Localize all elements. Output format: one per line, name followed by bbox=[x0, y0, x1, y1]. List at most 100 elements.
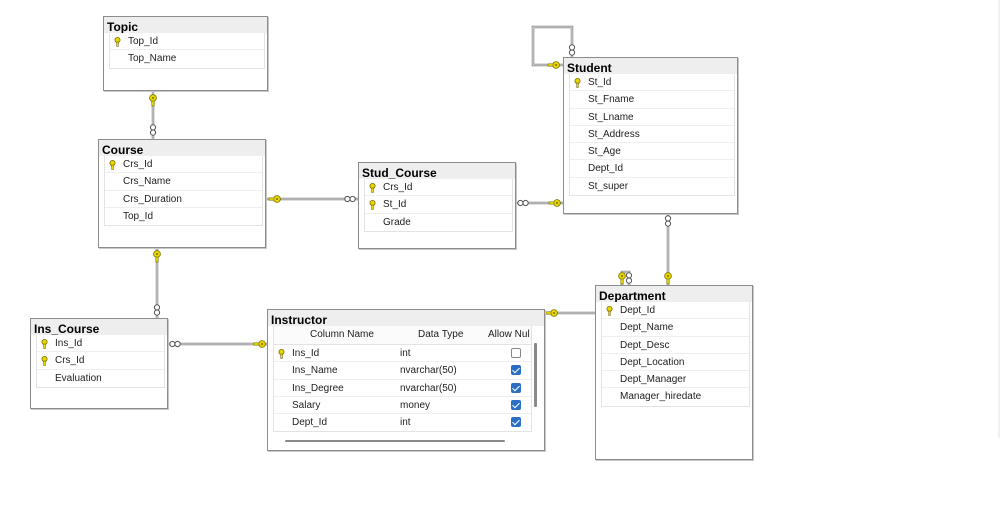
one-end-key-icon bbox=[153, 250, 161, 263]
column-list: St_Id St_Fname St_Lname St_Address St_Ag… bbox=[569, 74, 735, 197]
data-type[interactable]: int bbox=[400, 348, 411, 359]
column-name: Ins_Id bbox=[292, 348, 320, 359]
one-end-key-icon bbox=[545, 309, 558, 317]
data-type[interactable]: money bbox=[400, 399, 431, 411]
allow-nulls-checkbox[interactable] bbox=[511, 382, 521, 393]
column-name: Ins_Id bbox=[55, 338, 83, 349]
table-title: Topic bbox=[104, 17, 267, 33]
relationship-line-highlight bbox=[621, 271, 630, 285]
column-row[interactable]: Dept_Id bbox=[602, 302, 749, 320]
column-name: Evaluation bbox=[55, 372, 102, 384]
column-row[interactable]: St_Age bbox=[570, 143, 734, 161]
column-row[interactable]: Salary money bbox=[274, 397, 531, 415]
column-row[interactable]: Ins_Id bbox=[37, 335, 164, 353]
table-title: Course bbox=[99, 140, 265, 156]
one-end-key-icon bbox=[547, 61, 560, 69]
table-topic[interactable]: Topic Top_Id Top_Name bbox=[103, 16, 268, 91]
column-name: Salary bbox=[292, 399, 321, 411]
column-name: Crs_Id bbox=[123, 159, 153, 170]
grid-header: Column Name Data Type Allow Nul bbox=[274, 326, 531, 345]
table-title: Ins_Course bbox=[31, 319, 167, 335]
header-allow-nulls[interactable]: Allow Nul bbox=[488, 329, 530, 340]
column-name: St_Fname bbox=[588, 94, 635, 106]
column-name: Top_Name bbox=[128, 53, 177, 65]
table-ins-course[interactable]: Ins_Course Ins_Id Crs_Id Evaluation bbox=[30, 318, 168, 409]
column-name: Crs_Id bbox=[383, 182, 413, 193]
one-end-key-icon bbox=[253, 340, 266, 348]
column-row[interactable]: Crs_Id bbox=[105, 156, 262, 174]
table-title: Student bbox=[564, 58, 737, 74]
column-name: Dept_Manager bbox=[620, 374, 687, 386]
column-name: St_Id bbox=[383, 199, 407, 211]
table-title: Instructor bbox=[268, 310, 544, 326]
column-row[interactable]: Ins_Name nvarchar(50) bbox=[274, 362, 531, 380]
column-name: Top_Id bbox=[123, 210, 154, 222]
column-row[interactable]: Crs_Id bbox=[365, 179, 512, 197]
column-name: Top_Id bbox=[128, 36, 159, 47]
column-row[interactable]: Evaluation bbox=[37, 370, 164, 387]
data-type[interactable]: nvarchar(50) bbox=[400, 382, 457, 394]
many-end-infinity-icon bbox=[169, 340, 181, 348]
vertical-scrollbar[interactable] bbox=[534, 343, 537, 407]
table-stud-course[interactable]: Stud_Course Crs_Id St_Id Grade bbox=[358, 162, 516, 249]
column-name: Ins_Degree bbox=[292, 382, 344, 394]
allow-nulls-checkbox[interactable] bbox=[511, 365, 521, 376]
column-row[interactable]: Manager_hiredate bbox=[602, 388, 749, 405]
table-department[interactable]: Department Dept_Id Dept_Name Dept_Desc D… bbox=[595, 285, 753, 460]
horizontal-scrollbar[interactable] bbox=[285, 440, 505, 442]
many-end-infinity-icon bbox=[344, 195, 356, 203]
column-row[interactable]: Dept_Id bbox=[570, 160, 734, 178]
data-type[interactable]: int bbox=[400, 417, 411, 429]
column-row[interactable]: Crs_Id bbox=[37, 352, 164, 370]
column-name: Manager_hiredate bbox=[620, 391, 702, 403]
column-name: Dept_Id bbox=[588, 163, 624, 175]
allow-nulls-checkbox[interactable] bbox=[511, 399, 521, 410]
one-end-key-icon bbox=[149, 94, 157, 107]
column-grid: Column Name Data Type Allow Nul Ins_Id i… bbox=[273, 326, 532, 433]
column-row[interactable]: Top_Id bbox=[110, 33, 264, 51]
column-name: Dept_Desc bbox=[620, 339, 670, 351]
column-name: Dept_Id bbox=[292, 417, 328, 429]
column-name: Grade bbox=[383, 216, 411, 228]
column-row[interactable]: Ins_Degree nvarchar(50) bbox=[274, 380, 531, 397]
column-row[interactable]: Dept_Name bbox=[602, 319, 749, 337]
column-row[interactable]: Top_Id bbox=[105, 208, 262, 225]
allow-nulls-checkbox[interactable] bbox=[511, 417, 521, 428]
column-row[interactable]: St_Fname bbox=[570, 91, 734, 109]
column-list: Dept_Id Dept_Name Dept_Desc Dept_Locatio… bbox=[601, 302, 750, 407]
column-name: St_Age bbox=[588, 146, 621, 158]
column-row[interactable]: St_Lname bbox=[570, 109, 734, 126]
many-end-infinity-icon bbox=[664, 215, 672, 227]
column-row[interactable]: Dept_Location bbox=[602, 354, 749, 372]
column-name: Dept_Name bbox=[620, 322, 674, 334]
column-row[interactable]: Crs_Name bbox=[105, 173, 262, 191]
table-instructor[interactable]: Instructor Column Name Data Type Allow N… bbox=[267, 309, 545, 451]
data-type[interactable]: nvarchar(50) bbox=[400, 365, 457, 377]
column-list: Crs_Id St_Id Grade bbox=[364, 179, 513, 232]
column-row[interactable]: Grade bbox=[365, 214, 512, 231]
many-end-infinity-icon bbox=[149, 124, 157, 136]
column-row[interactable]: Dept_Id int bbox=[274, 414, 531, 431]
column-row[interactable]: Dept_Manager bbox=[602, 371, 749, 389]
table-course[interactable]: Course Crs_Id Crs_Name Crs_Duration Top_… bbox=[98, 139, 266, 248]
column-row[interactable]: St_super bbox=[570, 178, 734, 195]
allow-nulls-checkbox[interactable] bbox=[511, 348, 521, 358]
column-name: Crs_Name bbox=[123, 176, 171, 188]
table-student[interactable]: Student St_Id St_Fname St_Lname St_Addre… bbox=[563, 57, 738, 214]
column-row[interactable]: Dept_Desc bbox=[602, 337, 749, 354]
table-title: Stud_Course bbox=[359, 163, 515, 179]
column-name: St_Address bbox=[588, 128, 640, 140]
column-row[interactable]: St_Address bbox=[570, 126, 734, 144]
one-end-key-icon bbox=[548, 199, 561, 207]
header-data-type[interactable]: Data Type bbox=[418, 329, 464, 340]
column-row[interactable]: Top_Name bbox=[110, 50, 264, 67]
column-name: Crs_Id bbox=[55, 355, 85, 367]
column-row[interactable]: St_Id bbox=[570, 74, 734, 92]
relationship-department-department[interactable] bbox=[620, 270, 631, 285]
header-column-name[interactable]: Column Name bbox=[310, 329, 374, 340]
many-end-infinity-icon bbox=[517, 199, 529, 207]
column-row[interactable]: St_Id bbox=[365, 196, 512, 214]
column-row[interactable]: Ins_Id int bbox=[274, 345, 531, 363]
column-row[interactable]: Crs_Duration bbox=[105, 191, 262, 208]
